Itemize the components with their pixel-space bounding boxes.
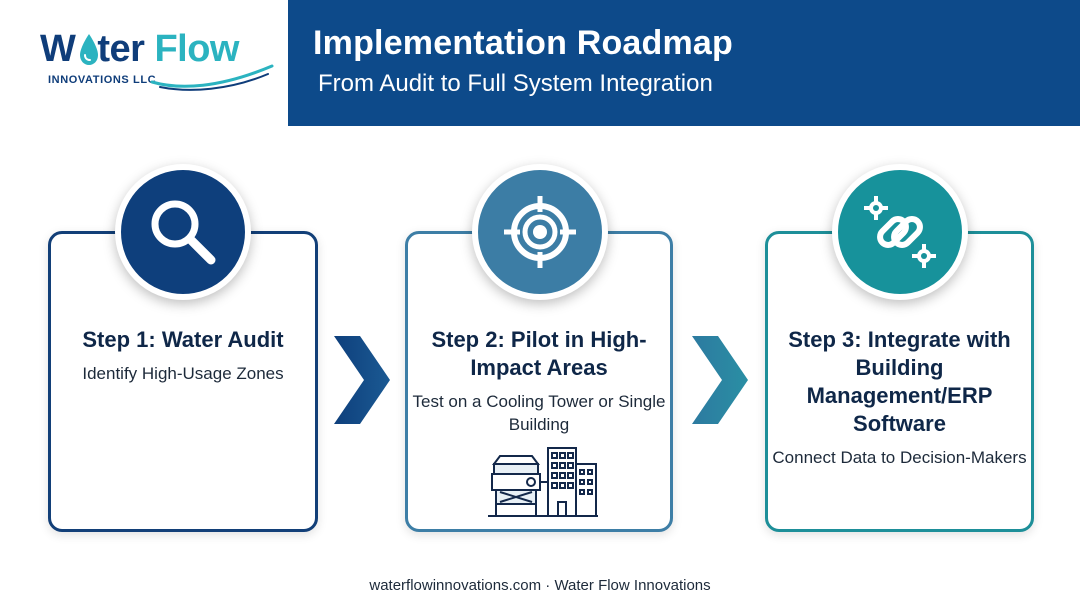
- step-2-title: Step 2: Pilot in High-Impact Areas: [431, 327, 647, 380]
- step-3-title: Step 3: Integrate with Building Manageme…: [788, 327, 1011, 436]
- logo-subtitle: INNOVATIONS LLC: [48, 74, 157, 86]
- step-1-description: Identify High-Usage Zones: [82, 364, 284, 383]
- step-card-3: Step 3: Integrate with Building Manageme…: [765, 231, 1034, 532]
- step-2-description: Test on a Cooling Tower or Single Buildi…: [412, 392, 666, 434]
- step-1-title: Step 1: Water Audit: [82, 327, 284, 352]
- step-card-2: Step 2: Pilot in High-Impact Areas Test …: [405, 231, 673, 532]
- header-banner: Implementation Roadmap From Audit to Ful…: [288, 0, 1080, 126]
- step-3-description: Connect Data to Decision-Makers: [772, 448, 1027, 467]
- target-icon: [504, 196, 576, 268]
- footer-text: waterflowinnovations.com · Water Flow In…: [369, 577, 711, 594]
- step-3-badge: [832, 164, 968, 300]
- gear-chain-icon: [864, 196, 936, 268]
- wave-swoosh-icon: [150, 64, 274, 91]
- magnifier-icon: [151, 200, 216, 265]
- step-1-badge: [115, 164, 251, 300]
- water-drop-icon: [80, 34, 98, 65]
- page-subtitle: From Audit to Full System Integration: [318, 70, 713, 97]
- cooling-tower-building-icon: [488, 447, 598, 517]
- logo-word-flow: Flow: [154, 28, 239, 70]
- page-title: Implementation Roadmap: [313, 24, 734, 62]
- chevron-right-icon: [334, 336, 390, 424]
- step-2-badge: [472, 164, 608, 300]
- chevron-right-icon: [692, 336, 748, 424]
